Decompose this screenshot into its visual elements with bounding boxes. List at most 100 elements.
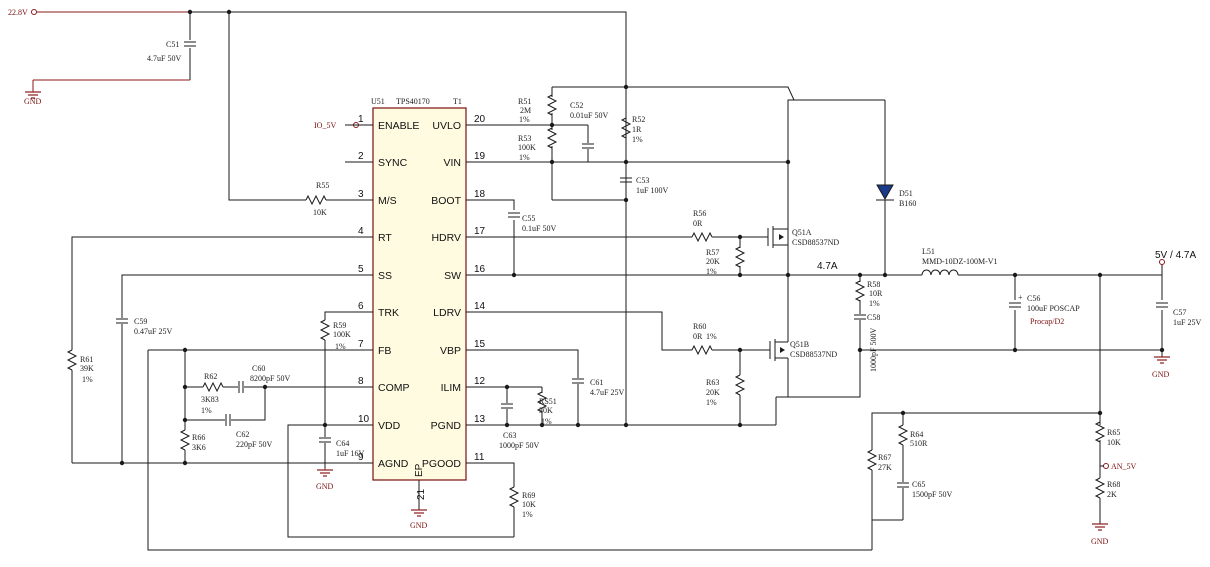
svg-text:C56: C56 bbox=[1027, 294, 1040, 303]
pin-name: VBP bbox=[440, 345, 461, 357]
svg-text:R66: R66 bbox=[192, 433, 205, 442]
label-c65: C65 1500pF 50V bbox=[912, 480, 952, 499]
svg-text:1%: 1% bbox=[706, 398, 717, 407]
pin-number: 11 bbox=[474, 452, 485, 463]
svg-text:0R: 0R bbox=[693, 219, 703, 228]
svg-text:R53: R53 bbox=[518, 134, 531, 143]
component-labels: C51 4.7uF 50V R51 2M 1% C52 0.01uF 50V R… bbox=[80, 40, 1201, 519]
svg-text:2M: 2M bbox=[520, 106, 531, 115]
svg-text:100K: 100K bbox=[333, 330, 351, 339]
pin-number: 10 bbox=[358, 414, 370, 425]
svg-text:L51: L51 bbox=[922, 247, 935, 256]
pin-name: ILIM bbox=[441, 382, 461, 394]
pin-number: 13 bbox=[474, 414, 486, 425]
pin-name: TRK bbox=[378, 307, 399, 319]
label-r551: RS51 30K 1% bbox=[539, 397, 557, 426]
wires bbox=[32, 11, 1163, 551]
pin-number: 12 bbox=[474, 376, 486, 387]
ground-symbols bbox=[24, 91, 1171, 531]
ic-pin-ss: 5SS bbox=[345, 264, 392, 282]
label-c60: C60 8200pF 50V bbox=[250, 364, 290, 383]
label-r66: R66 3K6 bbox=[192, 433, 206, 452]
label-r67: R67 27K bbox=[878, 453, 892, 472]
svg-text:R63: R63 bbox=[706, 378, 719, 387]
svg-text:27K: 27K bbox=[878, 463, 892, 472]
svg-text:MMD-10DZ-100M-V1: MMD-10DZ-100M-V1 bbox=[922, 257, 998, 266]
svg-text:1%: 1% bbox=[632, 135, 643, 144]
svg-text:1%: 1% bbox=[522, 510, 533, 519]
label-q51a: Q51A CSD88537ND bbox=[792, 228, 839, 247]
gnd-icon bbox=[316, 469, 334, 477]
gnd-label: GND bbox=[410, 521, 428, 530]
svg-text:1%: 1% bbox=[869, 299, 880, 308]
net-an: AN_5V bbox=[1111, 462, 1137, 471]
pin-number: 6 bbox=[358, 301, 364, 312]
pin-number: 4 bbox=[358, 226, 364, 237]
svg-text:C65: C65 bbox=[912, 480, 925, 489]
svg-text:R51: R51 bbox=[518, 97, 531, 106]
pin-number: 14 bbox=[474, 301, 486, 312]
label-r55: R55 10K bbox=[313, 181, 329, 217]
label-c52: C52 0.01uF 50V bbox=[570, 101, 608, 120]
pin-number: 19 bbox=[474, 151, 486, 162]
pin-name: SW bbox=[444, 270, 461, 282]
label-r69: R69 10K 1% bbox=[522, 491, 536, 519]
label-r53: R53 100K 1% bbox=[518, 134, 536, 162]
svg-text:39K: 39K bbox=[80, 364, 94, 373]
pin-number: 2 bbox=[358, 151, 364, 162]
svg-text:1500pF 50V: 1500pF 50V bbox=[912, 490, 952, 499]
svg-text:1%: 1% bbox=[706, 332, 717, 341]
svg-text:1000pF 500V: 1000pF 500V bbox=[869, 328, 878, 372]
label-r62: R62 3K83 1% bbox=[201, 372, 219, 415]
label-c64: C64 1uF 16V bbox=[336, 439, 364, 458]
ic-tag: T1 bbox=[453, 97, 462, 106]
pin-number: 7 bbox=[358, 339, 364, 350]
gnd-icon bbox=[410, 509, 428, 517]
svg-text:1uF 25V: 1uF 25V bbox=[1173, 318, 1201, 327]
svg-text:C57: C57 bbox=[1173, 308, 1186, 317]
label-c63: C63 1000pF 50V bbox=[499, 431, 539, 450]
svg-text:510R: 510R bbox=[910, 439, 928, 448]
svg-text:2K: 2K bbox=[1107, 490, 1117, 499]
pin-name: M/S bbox=[378, 195, 397, 207]
svg-text:B160: B160 bbox=[899, 199, 916, 208]
net-vout: 5V / 4.7A bbox=[1155, 250, 1196, 261]
svg-text:1%: 1% bbox=[541, 417, 552, 426]
svg-text:C58: C58 bbox=[867, 313, 880, 322]
svg-text:R52: R52 bbox=[632, 115, 645, 124]
gnd-label: GND bbox=[24, 97, 42, 106]
svg-text:10R: 10R bbox=[869, 289, 883, 298]
svg-text:30K: 30K bbox=[539, 406, 553, 415]
label-r60: R60 0R 1% bbox=[693, 322, 717, 341]
ic-ref: U51 bbox=[371, 97, 385, 106]
pin-name: LDRV bbox=[433, 307, 461, 319]
svg-text:0R: 0R bbox=[693, 332, 703, 341]
net-io: IO_5V bbox=[314, 121, 336, 130]
svg-text:Procap/D2: Procap/D2 bbox=[1030, 317, 1064, 326]
pin-name: ENABLE bbox=[378, 120, 419, 132]
gnd-label: GND bbox=[1152, 370, 1170, 379]
ic-pin-bottom: 21 bbox=[416, 488, 427, 500]
svg-text:1%: 1% bbox=[82, 375, 93, 384]
pin-number: 20 bbox=[474, 114, 486, 125]
pin-number: 1 bbox=[358, 114, 364, 125]
pin-name: COMP bbox=[378, 382, 410, 394]
ic-pin-fb: 7FB bbox=[345, 339, 391, 357]
svg-text:3K6: 3K6 bbox=[192, 443, 206, 452]
label-r65: R65 10K bbox=[1107, 428, 1121, 447]
label-c55: C55 0.1uF 50V bbox=[522, 214, 556, 233]
svg-text:20K: 20K bbox=[706, 388, 720, 397]
svg-text:C61: C61 bbox=[590, 378, 603, 387]
gnd-icon bbox=[1153, 356, 1171, 364]
pin-number: 17 bbox=[474, 226, 486, 237]
label-r57: R57 20K 1% bbox=[706, 248, 720, 276]
